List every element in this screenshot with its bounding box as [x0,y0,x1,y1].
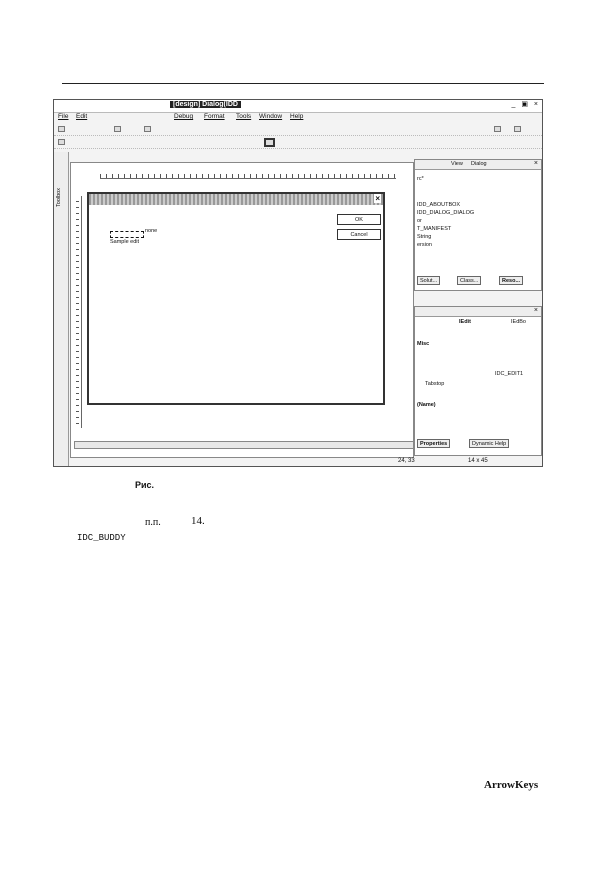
cut-icon[interactable] [144,126,151,132]
ide-screenshot: [design] Dialog(IDD _ ▣ × File Edit Debu… [53,99,543,467]
toolbox-label: Toolbox [56,188,62,207]
body-text-number: 14. [191,515,205,527]
window-controls[interactable]: _ ▣ × [511,101,540,108]
resource-dialog-tab[interactable]: Dialog [471,161,487,167]
code-identifier: IDC_BUDDY [77,533,126,543]
dialog-close-button[interactable]: × [374,194,381,203]
tab-resource[interactable]: Reso... [499,276,524,285]
test-dialog-icon[interactable] [58,139,65,145]
properties-panel: × IEdit IEdBo Misc IDC_EDIT1 Tabstop (Na… [414,306,542,456]
control-size: 14 x 45 [468,458,488,464]
resource-view-tab[interactable]: View [451,161,463,167]
property-term: ArrowKeys [484,779,539,791]
prop-name: Tabstop [425,381,445,387]
status-bar: 24, 33 14 x 45 [54,456,542,466]
figure-caption: Рис. [135,480,155,490]
save-icon[interactable] [114,126,121,132]
object-name[interactable]: IEdit [459,319,471,325]
close-icon[interactable]: × [533,160,538,167]
tree-item[interactable]: rc* [417,176,424,182]
toolbox-strip[interactable]: Toolbox [54,152,69,466]
edit-label[interactable]: Sample edit [110,239,140,245]
ok-button[interactable]: OK [337,214,381,225]
tree-item[interactable]: IDD_ABOUTBOX [417,202,461,208]
tree-item[interactable]: IDD_DIALOG_DIALOG [417,210,475,216]
dialog-preview[interactable]: × OK Cancel none Sample edit [87,192,385,405]
page-rule [62,83,544,84]
resource-view-panel: View Dialog × rc* IDD_ABOUTBOX IDD_DIALO… [414,159,542,291]
new-icon[interactable] [58,126,65,132]
tools-icon[interactable] [514,126,521,132]
tree-item[interactable]: T_MANIFEST [417,226,452,232]
menu-format[interactable]: Format [204,113,225,120]
tree-item[interactable]: or [417,218,422,224]
menu-tools[interactable]: Tools [236,113,252,120]
dialog-toolbar [54,137,542,149]
cancel-button[interactable]: Cancel [337,229,381,240]
find-icon[interactable] [494,126,501,132]
prop-value[interactable]: IDC_EDIT1 [495,371,524,377]
menu-debug[interactable]: Debug [174,113,194,120]
static-text[interactable]: none [145,228,158,234]
vertical-ruler [76,196,82,428]
tree-item[interactable]: String [417,234,432,240]
tab-class[interactable]: Class... [457,276,482,285]
menu-bar: File Edit Debug Format Tools Window Help [54,112,542,122]
tab-solution[interactable]: Solut... [417,276,441,285]
menu-edit[interactable]: Edit [76,113,88,120]
menu-window[interactable]: Window [259,113,283,120]
tree-item[interactable]: ersion [417,242,432,248]
cursor-position: 24, 33 [398,458,415,464]
tab-properties[interactable]: Properties [417,439,451,448]
horizontal-ruler [100,170,396,179]
resource-view-header: View Dialog × [415,160,541,170]
close-icon[interactable]: × [533,307,538,314]
object-type[interactable]: IEdBo [511,319,526,325]
menu-help[interactable]: Help [290,113,304,120]
dialog-titlebar: × [89,194,383,205]
title-bar: [design] Dialog(IDD _ ▣ × [54,100,542,113]
prop-category: Misc [417,341,430,347]
tab-dynamic-help[interactable]: Dynamic Help [469,439,510,448]
horizontal-scrollbar[interactable] [74,441,414,449]
resource-tabs: Solut... Class... Reso... [415,276,541,290]
menu-file[interactable]: File [58,113,69,120]
prop-description: (Name) [417,402,436,408]
properties-header: × [415,307,541,317]
grid-icon[interactable] [264,138,275,147]
properties-tabs: Properties Dynamic Help [415,439,541,453]
selected-control[interactable] [110,231,144,238]
window-title: [design] Dialog(IDD [170,101,241,108]
body-text: п.п. [145,517,161,528]
standard-toolbar [54,124,542,136]
